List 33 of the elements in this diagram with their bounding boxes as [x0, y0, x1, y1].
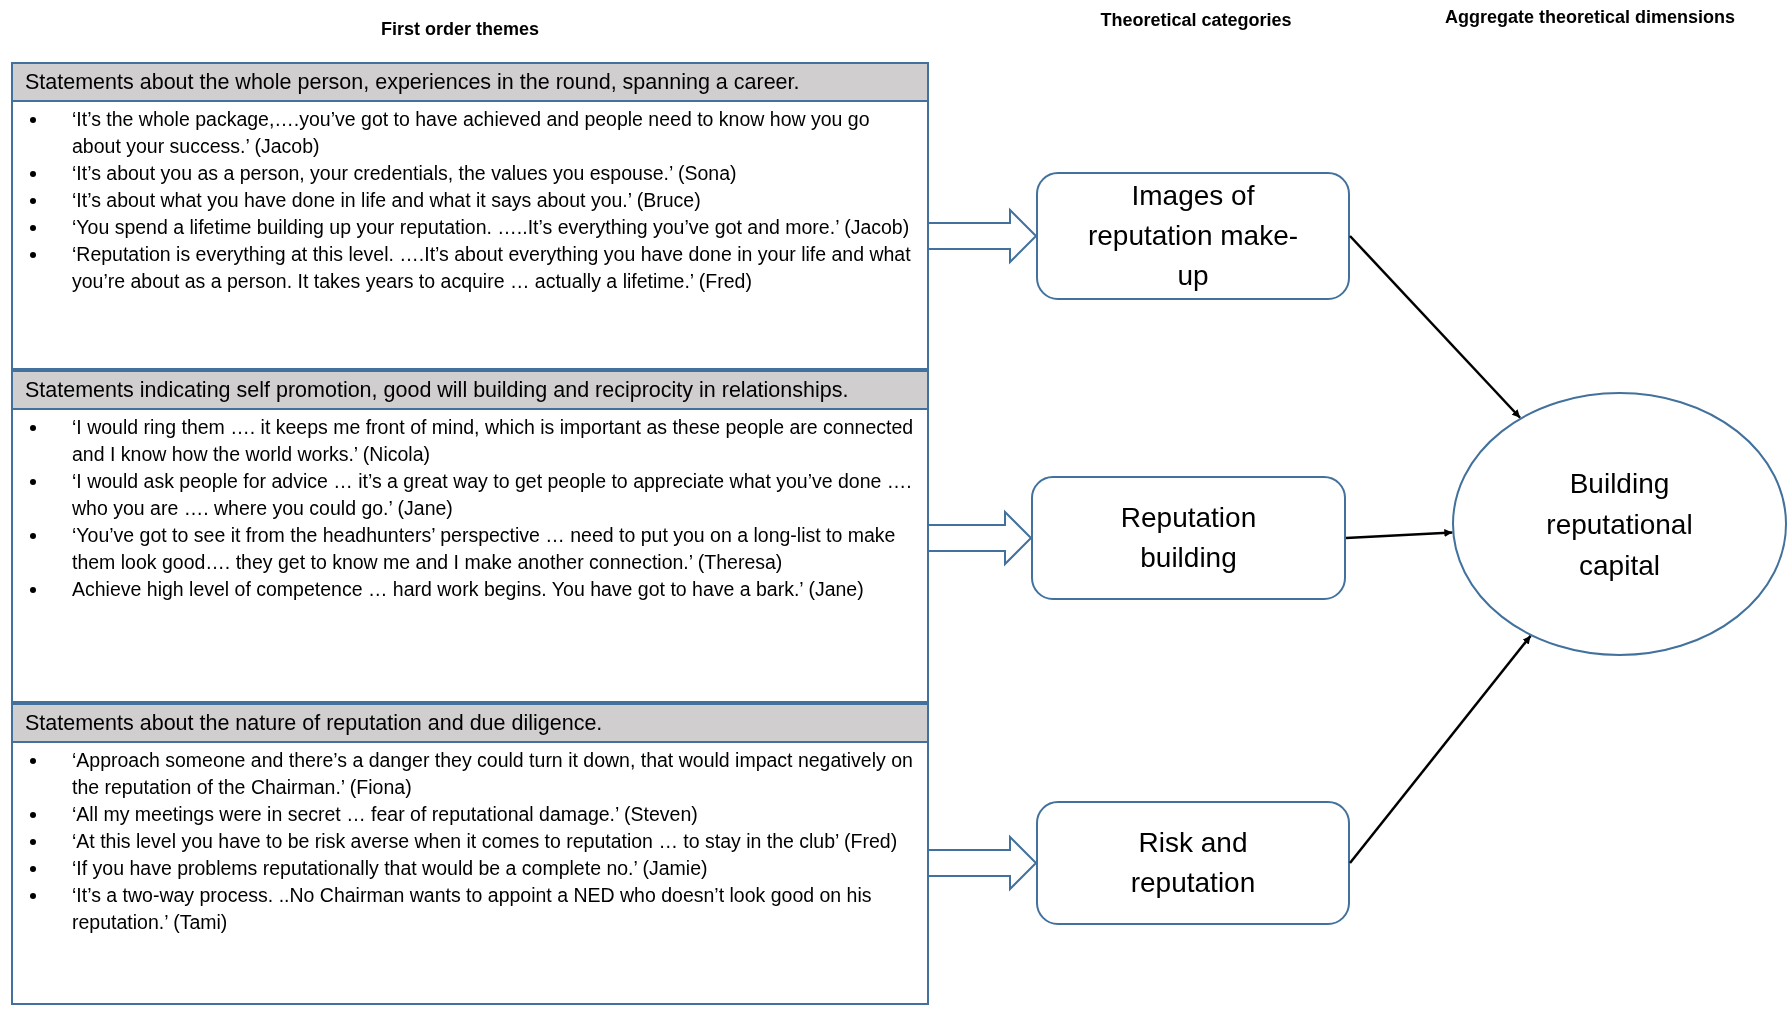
column-heading: Theoretical categories [1099, 9, 1293, 31]
column-heading: First order themes [379, 18, 540, 40]
theme-panel [11, 62, 929, 370]
theme-panel [11, 703, 929, 1005]
theme-panel [11, 370, 929, 703]
block-arrow [928, 207, 1038, 265]
quote-text: ‘It’s about what you have done in life and what it says about you.’ (Bruce) [72, 188, 701, 213]
theme-heading: Statements about the nature of reputation and due diligence. [13, 705, 927, 743]
dimension-label: Building reputational capital [1545, 466, 1694, 583]
block-arrow [928, 834, 1038, 892]
quote-text: ‘All my meetings were in secret … fear of reputational damage.’ (Steven) [72, 802, 698, 827]
quote-text: ‘I would ring them …. it keeps me front of mind, which is important as these people are connected and I know how the world works.’ (Nicola) [72, 415, 915, 467]
arrow [1349, 635, 1532, 864]
category-box: Images of reputation make-up [1036, 172, 1350, 300]
category-box: Reputation building [1031, 476, 1346, 600]
quote-text: ‘It’s a two-way process. ..No Chairman wants to appoint a NED who doesn’t look good on his reputation.’ (Tami) [72, 883, 873, 935]
quote-text: ‘Approach someone and there’s a danger they could turn it down, that would impact negatively on the reputation of the Chairman.’ (Fiona) [72, 748, 914, 800]
block-arrow [928, 509, 1033, 567]
quote-text: ‘It’s the whole package,….you’ve got to have achieved and people need to know how you go about your success.’ (Jacob) [72, 107, 871, 159]
theme-heading: Statements indicating self promotion, good will building and reciprocity in relationships. [13, 372, 927, 410]
arrow [1345, 528, 1453, 540]
arrow [1349, 235, 1521, 419]
quote-text: ‘I would ask people for advice … it’s a great way to get people to appreciate what you’ve done …. who you are …. where you could go.’ (Jane) [72, 469, 913, 521]
quote-text: ‘You spend a lifetime building up your reputation. …..It’s everything you’ve got and more.’ (Jacob) [72, 215, 910, 240]
quote-text: ‘You’ve got to see it from the headhunters’ perspective … need to put you on a long-list to make them look good…. they get to know me and I make another connection.’ (Theresa) [72, 523, 897, 575]
quote-text: Achieve high level of competence … hard work begins. You have got to have a bark.’ (Jane) [72, 577, 864, 602]
quote-text: ‘It’s about you as a person, your credentials, the values you espouse.’ (Sona) [72, 161, 737, 186]
column-heading: Aggregate theoretical dimensions [1443, 6, 1737, 28]
theme-heading: Statements about the whole person, experiences in the round, spanning a career. [13, 64, 927, 102]
category-box: Risk and reputation [1036, 801, 1350, 925]
quote-text: ‘If you have problems reputationally that would be a complete no.’ (Jamie) [72, 856, 708, 881]
quote-text: ‘Reputation is everything at this level. ….It’s about everything you have done in your life and what you’re about as a person. It takes years to acquire … actually a lifetime.’ (Fred) [72, 242, 912, 294]
quote-text: ‘At this level you have to be risk averse when it comes to reputation … to stay in the club’ (Fred) [72, 829, 898, 854]
